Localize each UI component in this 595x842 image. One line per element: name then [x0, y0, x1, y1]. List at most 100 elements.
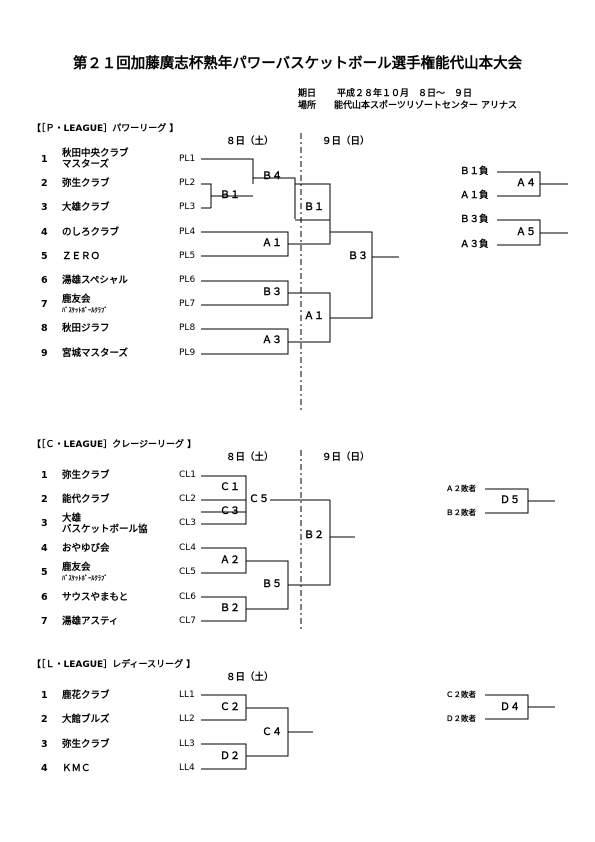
- match-label: Ａ３: [262, 335, 282, 346]
- team-number: 3: [41, 202, 48, 213]
- match-label: Ｃ１: [220, 482, 240, 493]
- team-number: 4: [41, 543, 48, 554]
- team-code: CL5: [179, 567, 197, 577]
- side-line: [497, 171, 541, 197]
- side-entry: Ａ２敗者: [446, 484, 476, 493]
- bracket-line: [201, 328, 289, 355]
- team-code: CL2: [179, 494, 197, 504]
- bracket-line: [246, 560, 289, 610]
- team-name: サウスやまもと: [62, 592, 129, 603]
- team-name: 大雄 バスケットボール協: [62, 513, 148, 535]
- bracket-line: [201, 158, 254, 184]
- venue-value: 能代山本スポーツリゾートセンター アリナス: [334, 101, 517, 111]
- team-code: PL2: [179, 178, 196, 188]
- match-label: Ｂ５: [262, 579, 282, 590]
- team-number: 9: [41, 348, 48, 359]
- bracket-line: [330, 231, 373, 319]
- bracket-line: [201, 596, 247, 622]
- team-name-line2: ﾊﾞｽｹｯﾄﾎﾞｰﾙｸﾗﾌﾞ: [62, 574, 108, 582]
- team-name: 弥生クラブ: [62, 739, 110, 750]
- side-entry: Ｄ２敗者: [446, 714, 476, 723]
- side-entry: Ｂ２敗者: [446, 508, 476, 517]
- match-label: Ｃ４: [262, 727, 282, 738]
- team-name: おやゆび会: [62, 543, 110, 554]
- side-entry: Ａ３負: [460, 239, 489, 250]
- team-number: 2: [41, 494, 48, 505]
- team-number: 6: [41, 275, 48, 286]
- bracket-line: [201, 280, 289, 306]
- team-name: 大雄クラブ: [62, 202, 110, 213]
- p-day2-label: ９日（日）: [322, 136, 370, 147]
- bracket-line: [201, 547, 247, 574]
- match-label: Ｂ３: [262, 287, 282, 298]
- bracket-line: [201, 511, 247, 525]
- c-day1-label: ８日（土）: [226, 452, 274, 463]
- team-code: PL3: [179, 202, 196, 212]
- c-day2-label: ９日（日）: [322, 452, 370, 463]
- match-label: Ｃ５: [249, 494, 269, 505]
- team-code: CL4: [179, 543, 197, 553]
- team-name: 鹿友会 ﾊﾞｽｹｯﾄﾎﾞｰﾙｸﾗﾌﾞ: [62, 562, 108, 584]
- team-number: 1: [41, 470, 48, 481]
- team-code: PL7: [179, 299, 196, 309]
- bracket-line: [201, 694, 247, 721]
- side-line: [485, 694, 529, 720]
- team-name: 湯雄スペシャル: [62, 275, 128, 286]
- date-label: 期日: [298, 89, 317, 99]
- side-entry: Ｂ１負: [460, 166, 489, 177]
- team-number: 4: [41, 227, 48, 238]
- l-day1-label: ８日（土）: [226, 672, 274, 683]
- team-name: 弥生クラブ: [62, 470, 110, 481]
- p-day1-label: ８日（土）: [226, 136, 274, 147]
- side-entry: Ｃ２敗者: [446, 690, 476, 699]
- match-label: Ｂ４: [262, 171, 282, 182]
- bracket-line: [295, 183, 331, 221]
- team-number: 5: [41, 567, 48, 578]
- team-code: CL7: [179, 616, 197, 626]
- team-name-line1: 鹿友会: [62, 294, 91, 305]
- match-label: Ｄ４: [500, 702, 520, 713]
- team-number: 6: [41, 592, 48, 603]
- team-name-line2: バスケットボール協: [62, 524, 148, 535]
- match-label: Ｂ３: [348, 251, 368, 262]
- team-number: 8: [41, 323, 48, 334]
- bracket-line: [288, 220, 331, 245]
- team-name: ＫＭＣ: [62, 763, 91, 774]
- team-name-line2: ﾊﾞｽｹｯﾄﾎﾞｰﾙｸﾗﾌﾞ: [62, 306, 108, 314]
- side-line: [497, 219, 541, 246]
- team-name: 鹿花クラブ: [62, 690, 110, 701]
- team-name: 弥生クラブ: [62, 178, 110, 189]
- match-label: Ｄ２: [220, 751, 240, 762]
- team-code: PL5: [179, 251, 196, 261]
- team-code: LL1: [179, 690, 195, 700]
- side-line: [485, 488, 529, 514]
- team-number: 7: [41, 616, 48, 627]
- match-label: Ｂ２: [220, 603, 240, 614]
- team-name: 大館ブルズ: [62, 714, 110, 725]
- team-code: PL1: [179, 154, 196, 164]
- team-name: 湯雄アスティ: [62, 616, 119, 627]
- team-name: ＺＥＲＯ: [62, 251, 101, 262]
- team-number: 2: [41, 178, 48, 189]
- team-code: PL8: [179, 323, 196, 333]
- match-label: Ｂ１: [304, 202, 324, 213]
- venue-label: 場所: [298, 101, 317, 111]
- match-label: Ａ１: [262, 238, 282, 249]
- bracket-line: [246, 707, 289, 757]
- team-name-line1: 大雄: [62, 513, 82, 524]
- team-code: LL2: [179, 714, 195, 724]
- match-label: Ｃ２: [220, 702, 240, 713]
- match-label: Ｂ２: [304, 530, 324, 541]
- team-number: 2: [41, 714, 48, 725]
- team-name-line1: 秋田中央クラブ: [62, 148, 129, 159]
- team-number: 5: [41, 251, 48, 262]
- bracket-line: [288, 292, 331, 343]
- bracket-line: [201, 743, 247, 770]
- team-number: 3: [41, 739, 48, 750]
- team-name: 鹿友会 ﾊﾞｽｹｯﾄﾎﾞｰﾙｸﾗﾌﾞ: [62, 294, 108, 316]
- team-name: 能代クラブ: [62, 494, 110, 505]
- team-name-line2: マスターズ: [62, 159, 110, 170]
- bracket-line: [201, 183, 212, 208]
- match-label: Ａ４: [516, 178, 536, 189]
